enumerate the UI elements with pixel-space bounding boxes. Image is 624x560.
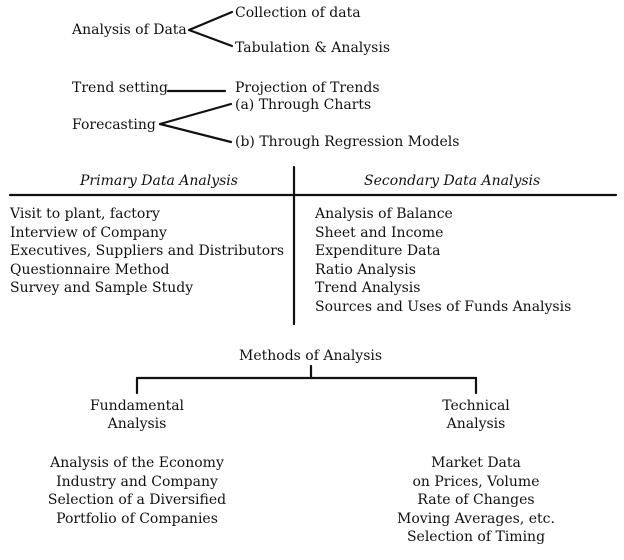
list-item: Ratio Analysis	[315, 261, 416, 278]
list-item: Interview of Company	[10, 224, 167, 241]
list-item: Rate of Changes	[417, 492, 535, 508]
list-item: Questionnaire Method	[10, 261, 170, 278]
analysis-of-data-label: Analysis of Data	[72, 22, 187, 38]
list-item: Sources and Uses of Funds Analysis	[315, 298, 572, 315]
trend-setting-label: Trend setting	[72, 80, 168, 96]
list-item: Visit to plant, factory	[10, 206, 160, 222]
primary-list: Visit to plant, factory Interview of Com…	[10, 205, 284, 298]
fundamental-title-2: Analysis	[107, 416, 167, 432]
through-regression-models: (b) Through Regression Models	[235, 134, 460, 150]
technical-list: Market Data on Prices, Volume Rate of Ch…	[376, 454, 576, 547]
list-item: Trend Analysis	[315, 280, 421, 296]
secondary-heading: Secondary Data Analysis	[364, 173, 541, 189]
list-item: on Prices, Volume	[412, 473, 540, 490]
list-item: Expenditure Data	[315, 243, 441, 259]
fork-forecast-lower	[158, 122, 233, 144]
technical-title-1: Technical	[442, 398, 510, 414]
list-item: Market Data	[431, 455, 521, 471]
list-item: Industry and Company	[56, 473, 218, 490]
list-item: Analysis of Balance	[315, 206, 453, 222]
tabulation-analysis: Tabulation & Analysis	[235, 40, 391, 56]
list-item: Portfolio of Companies	[56, 510, 218, 527]
fork-analysis-upper	[187, 10, 234, 32]
secondary-list: Analysis of Balance Sheet and Income Exp…	[315, 205, 571, 316]
through-charts: (a) Through Charts	[235, 97, 372, 113]
fork-forecast-upper	[158, 102, 233, 126]
fundamental-title-1: Fundamental	[89, 398, 185, 414]
forecasting-label: Forecasting	[72, 117, 156, 133]
projection-of-trends: Projection of Trends	[235, 80, 380, 96]
list-item: Sheet and Income	[315, 224, 444, 241]
fundamental-list: Analysis of the Economy Industry and Com…	[37, 454, 237, 528]
methods-title: Methods of Analysis	[239, 348, 383, 364]
list-item: Survey and Sample Study	[10, 280, 194, 296]
fork-analysis-lower	[187, 28, 234, 48]
list-item: Moving Averages, etc.	[397, 510, 555, 527]
list-item: Selection of a Diversified	[47, 492, 227, 508]
primary-heading: Primary Data Analysis	[80, 173, 238, 189]
list-item: Selection of Timing	[406, 529, 546, 545]
list-item: Analysis of the Economy	[50, 455, 224, 471]
collection-of-data: Collection of data	[235, 5, 361, 21]
technical-title-2: Analysis	[446, 416, 506, 432]
list-item: Executives, Suppliers and Distributors	[10, 243, 285, 259]
